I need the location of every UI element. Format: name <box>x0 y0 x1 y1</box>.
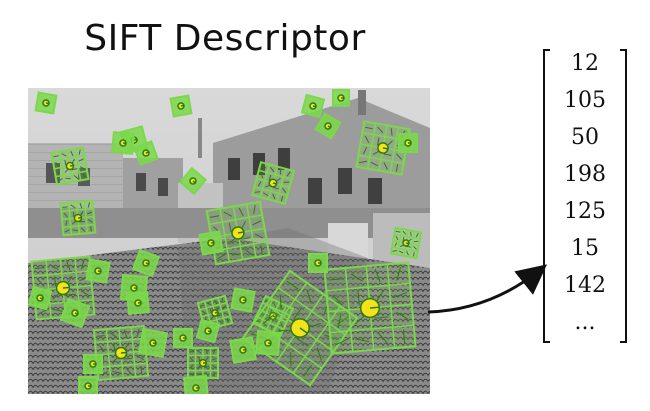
sift-keypoint <box>314 112 342 140</box>
sift-keypoint <box>50 146 90 186</box>
sift-keypoint <box>111 131 135 155</box>
sift-keypoint <box>83 354 103 374</box>
sift-keypoint <box>398 133 418 153</box>
sift-keypoint <box>195 318 221 344</box>
vector-value: 142 <box>564 273 606 298</box>
vector-value: 105 <box>564 88 606 113</box>
sift-keypoint <box>229 336 257 364</box>
descriptor-vector: 12 105 50 198 125 15 142... <box>543 49 627 343</box>
vector-value: 50 <box>571 125 599 150</box>
sift-keypoint <box>126 291 150 315</box>
sift-keypoint <box>323 261 417 355</box>
sift-keypoint <box>187 347 219 379</box>
sift-keypoint <box>173 328 193 348</box>
sift-keypoint <box>28 285 53 311</box>
sift-keypoint <box>169 94 193 118</box>
sift-keypoint <box>230 287 256 313</box>
sift-keypoint <box>137 327 169 359</box>
sift-keypoint <box>34 91 58 115</box>
sift-keypoint <box>308 253 328 273</box>
sift-keypoint <box>250 160 296 206</box>
sift-keypoint <box>59 297 91 329</box>
figure-title: SIFT Descriptor <box>84 18 366 59</box>
vector-value: 15 <box>571 236 599 261</box>
sift-keypoint <box>389 226 423 260</box>
keypoint-overlays <box>28 89 423 394</box>
sift-keypoint <box>355 120 411 176</box>
sift-keypoint <box>300 93 326 119</box>
sift-keypoint <box>254 329 282 357</box>
rooftop-photo-with-keypoints <box>28 88 430 394</box>
vector-value: 125 <box>564 199 606 224</box>
right-bracket <box>620 49 627 343</box>
sift-keypoint <box>241 269 359 387</box>
vector-value: 198 <box>564 162 606 187</box>
sift-keypoint <box>59 199 97 237</box>
arrow-curve <box>427 264 548 314</box>
vector-value: ... <box>575 310 596 335</box>
sift-keypoint <box>133 140 159 166</box>
sift-keypoint <box>131 248 161 278</box>
arrow-to-vector <box>427 264 548 314</box>
sift-keypoint <box>85 258 111 284</box>
sift-keypoint <box>332 89 350 107</box>
sift-keypoint <box>178 166 208 196</box>
sift-keypoint <box>182 374 210 394</box>
sift-keypoint <box>78 376 98 394</box>
vector-value: 12 <box>571 51 599 76</box>
sift-keypoint <box>198 230 224 256</box>
left-bracket <box>543 49 550 343</box>
